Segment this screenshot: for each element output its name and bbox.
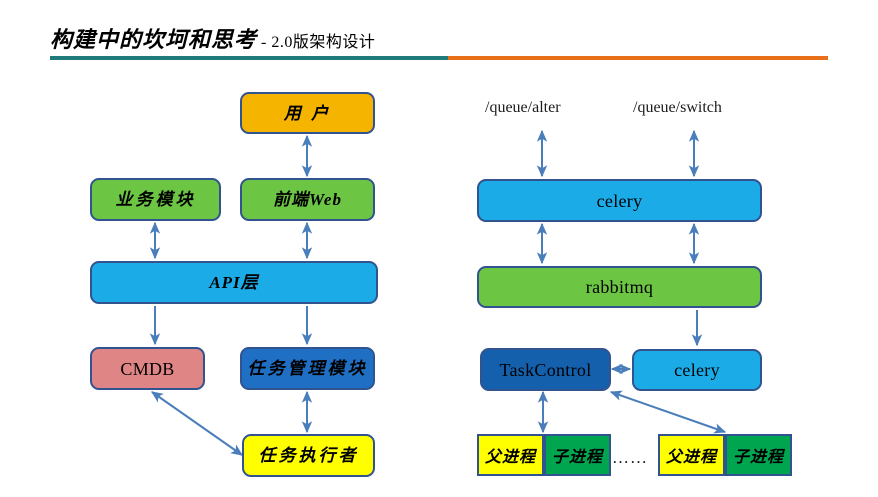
node-rabbitmq-label: rabbitmq — [585, 277, 654, 297]
node-api-layer[interactable]: API层 — [90, 261, 378, 304]
node-cmdb[interactable]: CMDB — [90, 347, 205, 390]
process-group-1-child[interactable]: 子进程 — [544, 434, 611, 476]
process-group-1-parent[interactable]: 父进程 — [477, 434, 544, 476]
node-frontend-web-label: 前端Web — [273, 190, 342, 209]
node-task-manage-label: 任务管理模块 — [247, 359, 368, 378]
process-group-1-parent-label: 父进程 — [484, 449, 536, 466]
node-user-label: 用 户 — [283, 103, 332, 123]
arrow-taskcontrol-procgroup2 — [609, 390, 727, 434]
node-celery-top[interactable]: celery — [477, 179, 762, 222]
node-biz-module[interactable]: 业务模块 — [90, 178, 221, 221]
node-rabbitmq[interactable]: rabbitmq — [477, 266, 762, 308]
arrow-cmdb-taskrunner — [151, 391, 243, 456]
node-biz-module-label: 业务模块 — [115, 190, 196, 209]
node-frontend-web[interactable]: 前端Web — [240, 178, 375, 221]
page-title-main: 构建中的坎坷和思考 — [50, 27, 258, 52]
header-rule-teal — [50, 56, 448, 60]
node-task-control-label: TaskControl — [499, 359, 592, 380]
node-task-control[interactable]: TaskControl — [480, 348, 611, 391]
label-queue-switch: /queue/switch — [633, 99, 722, 116]
node-celery-top-label: celery — [596, 190, 643, 211]
node-task-manage[interactable]: 任务管理模块 — [240, 347, 375, 390]
process-group-2-child-label: 子进程 — [732, 449, 784, 466]
page-title: 构建中的坎坷和思考- 2.0版架构设计 — [50, 22, 375, 54]
node-task-runner-label: 任务执行者 — [258, 446, 359, 465]
header-rule-orange — [448, 56, 828, 60]
process-ellipsis: …… — [612, 448, 648, 467]
node-celery-right[interactable]: celery — [632, 349, 762, 391]
node-task-runner[interactable]: 任务执行者 — [242, 434, 375, 477]
label-queue-alter: /queue/alter — [485, 99, 561, 116]
page-title-subtitle: - 2.0版架构设计 — [261, 34, 376, 51]
node-cmdb-label: CMDB — [120, 358, 175, 379]
process-group-2-parent[interactable]: 父进程 — [658, 434, 725, 476]
node-user[interactable]: 用 户 — [240, 92, 375, 134]
process-group-2-parent-label: 父进程 — [665, 449, 717, 466]
process-group-1-child-label: 子进程 — [551, 449, 603, 466]
process-group-2-child[interactable]: 子进程 — [725, 434, 792, 476]
slide-header: 构建中的坎坷和思考- 2.0版架构设计 — [50, 22, 840, 62]
node-api-layer-label: API层 — [209, 273, 259, 292]
node-celery-right-label: celery — [674, 360, 720, 380]
